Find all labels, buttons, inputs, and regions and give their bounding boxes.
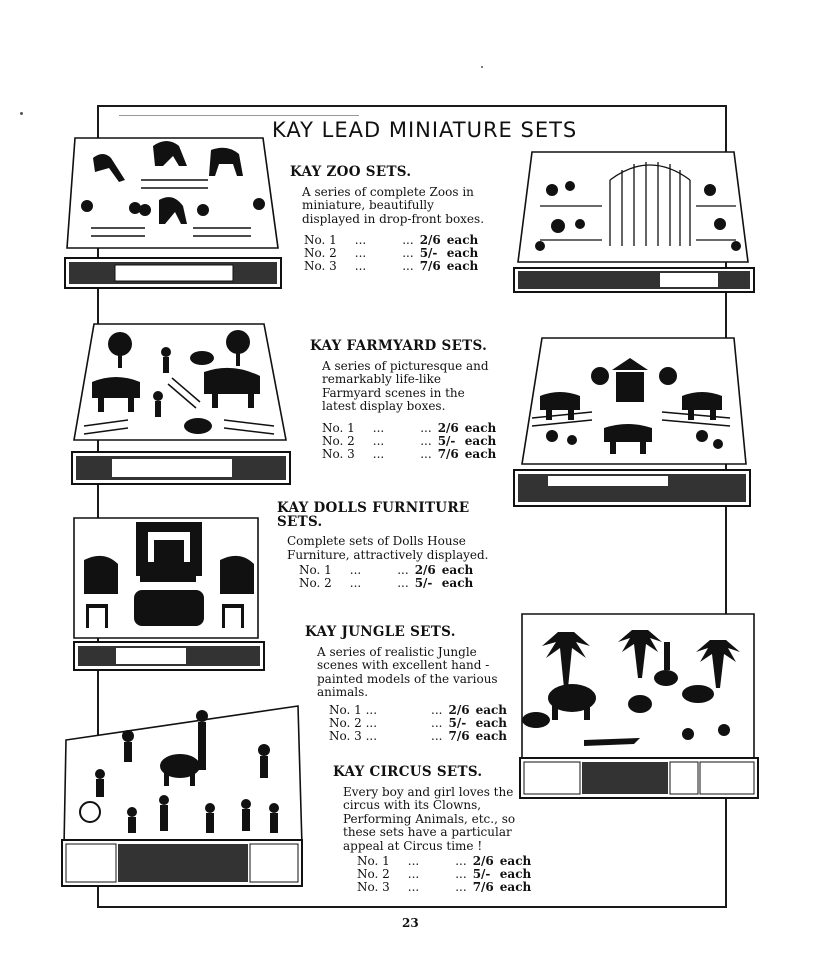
zoo-heading: KAY ZOO SETS. — [290, 164, 412, 180]
zoo-set-illustration-right — [510, 150, 756, 296]
header-rule — [119, 115, 359, 116]
price-row: No. 2......5/-each — [357, 867, 532, 881]
farmyard-section: KAY FARMYARD SETS. A series of picturesq… — [310, 338, 500, 461]
farmyard-heading: KAY FARMYARD SETS. — [310, 338, 488, 354]
zoo-box-drawing — [513, 151, 755, 293]
jungle-description: A series of realistic Jungle scenes with… — [317, 644, 498, 699]
jungle-heading: KAY JUNGLE SETS. — [305, 624, 456, 640]
farmyard-description: A series of picturesque and remarkably l… — [322, 358, 489, 413]
farmyard-box-drawing — [513, 337, 751, 507]
circus-description: Every boy and girl loves the circus with… — [343, 784, 516, 853]
price-row: No. 2......5/-each — [304, 246, 479, 260]
print-speck — [481, 66, 483, 68]
price-row: No. 2......5/-each — [322, 433, 497, 448]
farmyard-box-drawing — [71, 323, 291, 485]
dolls-furniture-illustration — [70, 516, 266, 674]
farmyard-set-illustration-left — [68, 322, 292, 490]
circus-section: KAY CIRCUS SETS. Every boy and girl love… — [333, 764, 533, 894]
zoo-section: KAY ZOO SETS. A series of complete Zoos … — [290, 164, 490, 273]
jungle-set-illustration — [514, 612, 762, 802]
dolls-section: KAY DOLLS FURNITURE SETS. Complete sets … — [277, 500, 517, 590]
zoo-set-illustration-left — [63, 128, 283, 293]
price-row: No. 2 ......5/-each — [329, 715, 508, 730]
circus-set-illustration — [60, 704, 306, 890]
dolls-heading: KAY DOLLS FURNITURE SETS. — [277, 500, 470, 530]
page-number: 23 — [402, 916, 419, 930]
farmyard-set-illustration-right — [512, 336, 752, 512]
zoo-description: A series of complete Zoos in miniature, … — [302, 184, 485, 226]
print-speck — [20, 112, 23, 115]
jungle-box-drawing — [519, 613, 759, 799]
dolls-box-drawing — [73, 517, 265, 671]
page-title: KAY LEAD MINIATURE SETS — [272, 118, 578, 142]
jungle-section: KAY JUNGLE SETS. A series of realistic J… — [305, 624, 507, 743]
price-row: No. 2......5/-each — [299, 576, 474, 590]
zoo-box-drawing — [64, 137, 282, 289]
dolls-description: Complete sets of Dolls House Furniture, … — [287, 534, 489, 562]
circus-box-drawing — [61, 705, 303, 887]
circus-heading: KAY CIRCUS SETS. — [333, 764, 483, 780]
